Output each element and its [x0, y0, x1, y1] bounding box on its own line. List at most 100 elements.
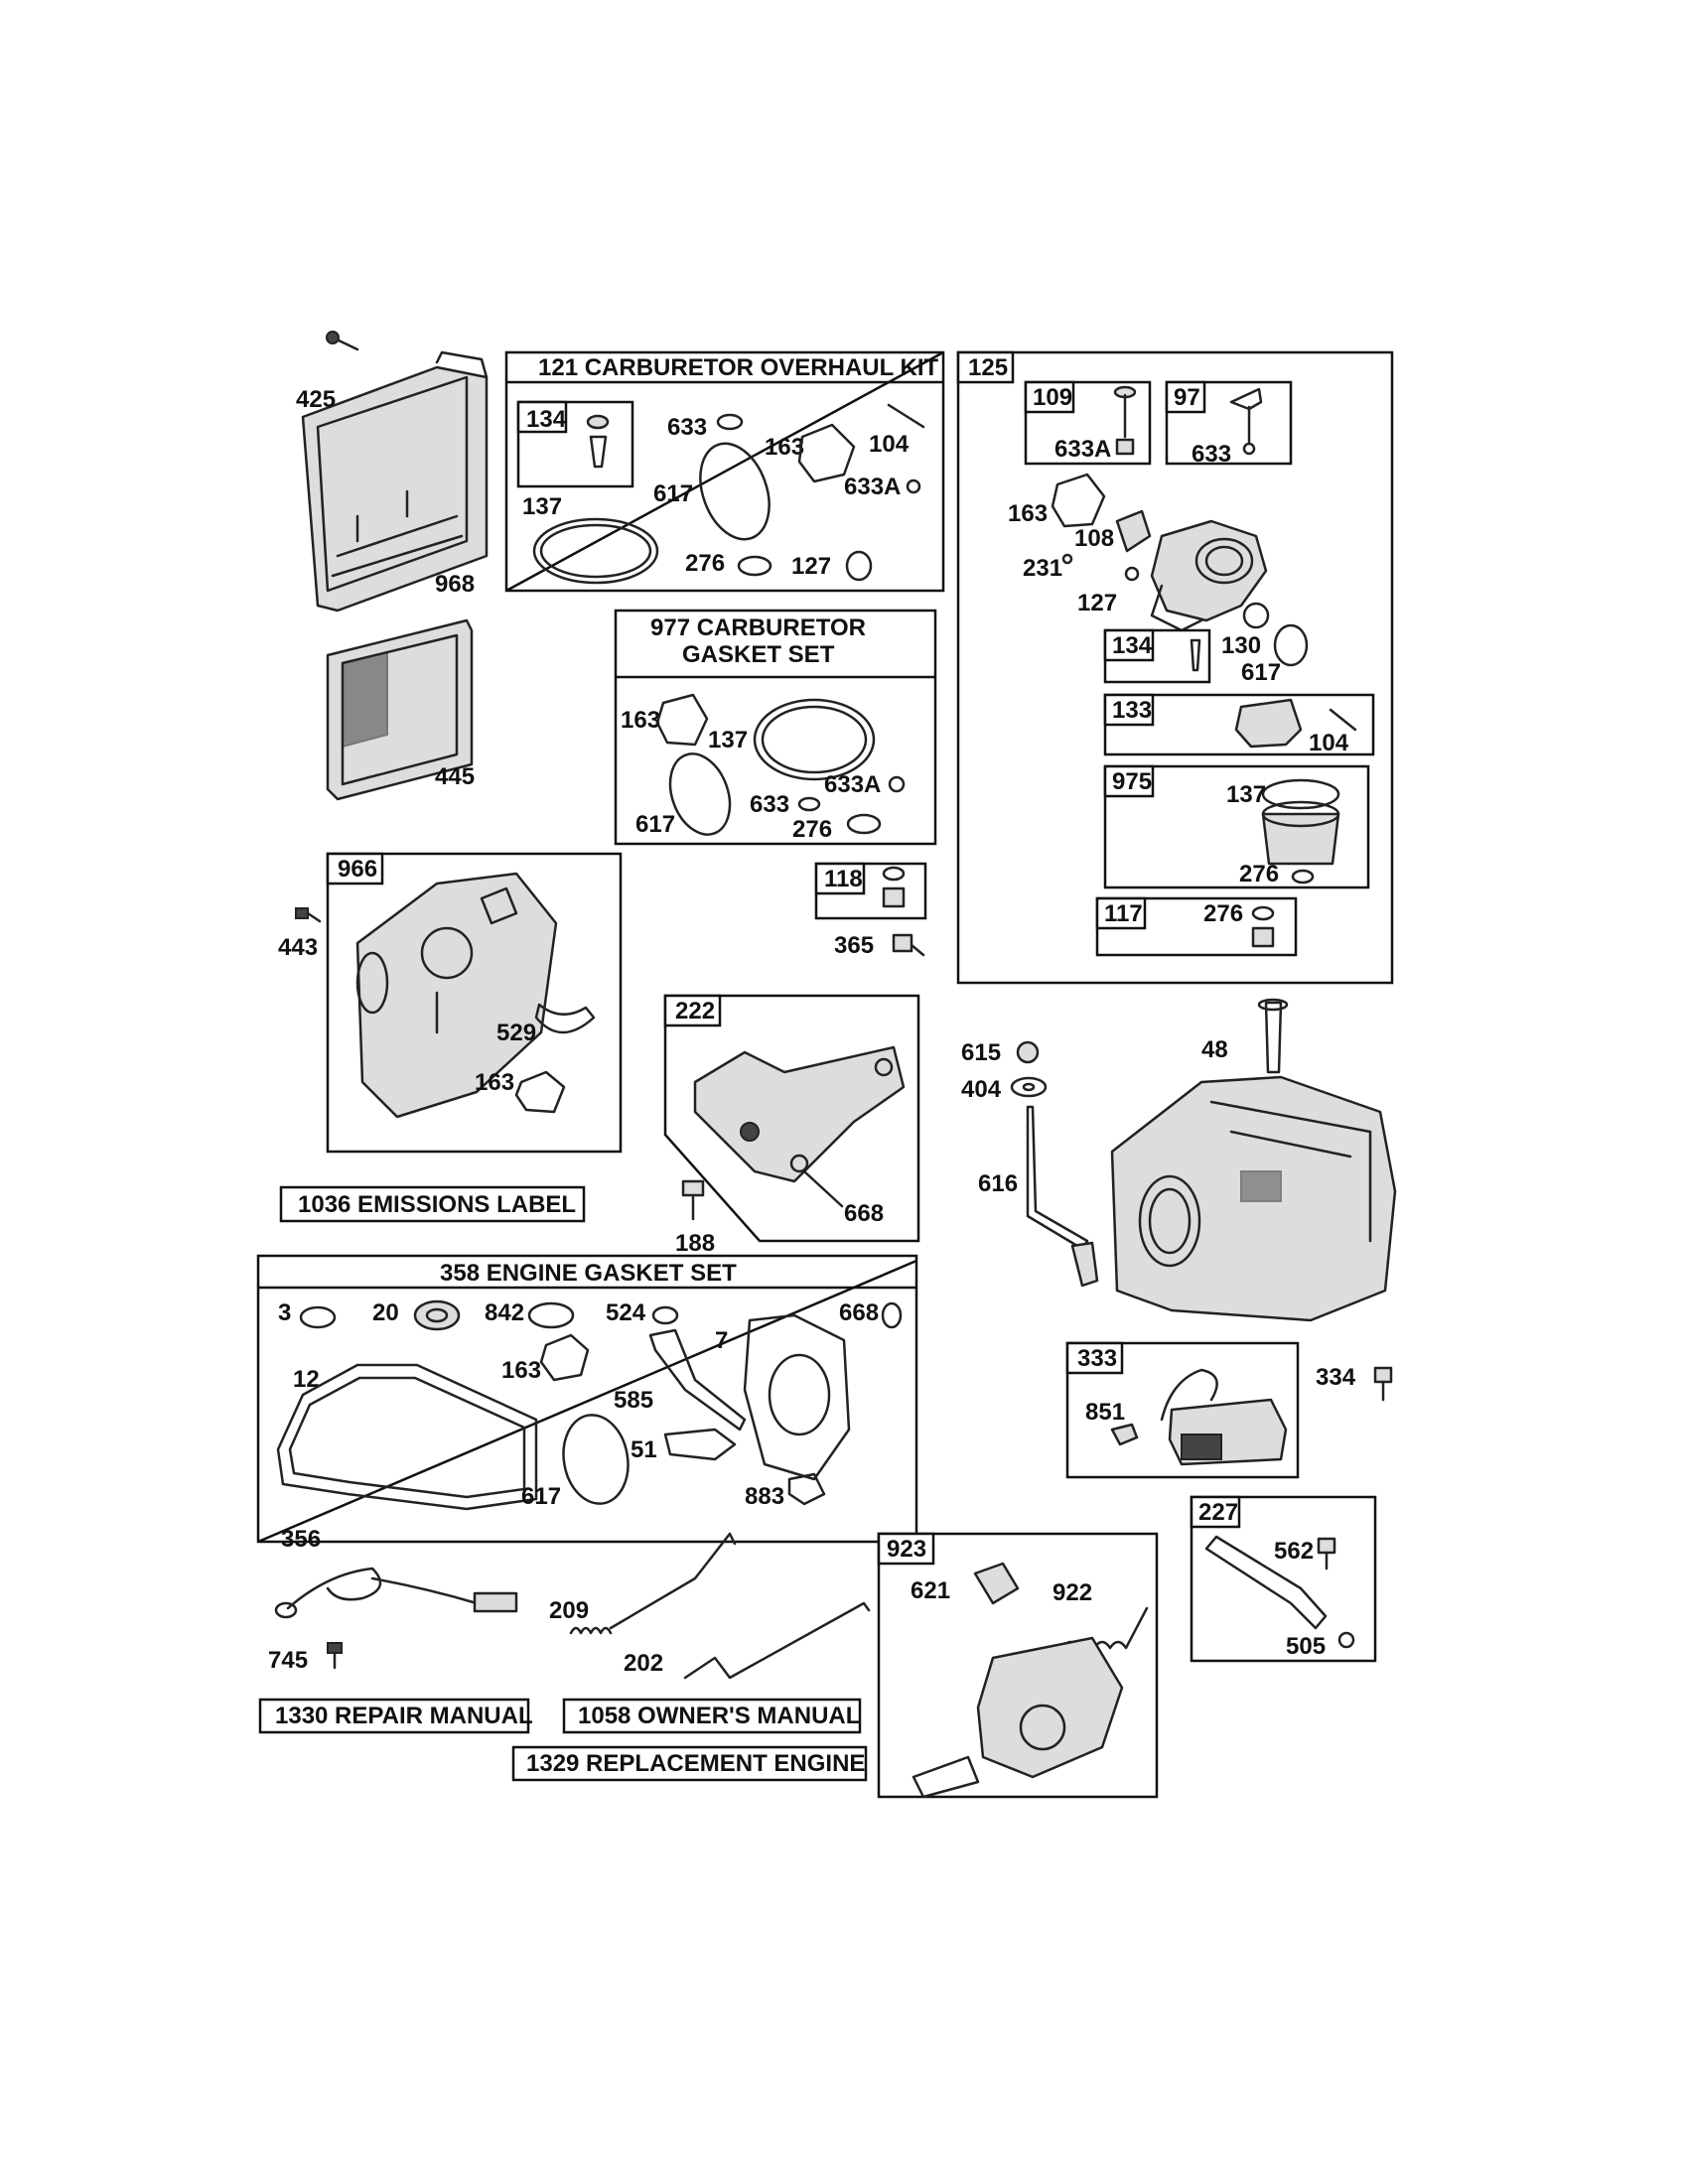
label-209: 209	[549, 1597, 589, 1624]
bowl-975-part	[1261, 778, 1340, 866]
box-label-125: 125	[968, 354, 1008, 381]
label-633a-kit: 633A	[844, 474, 901, 500]
label-745: 745	[268, 1647, 308, 1674]
label-842: 842	[485, 1299, 524, 1326]
label-621: 621	[911, 1577, 950, 1604]
box-label-118: 118	[824, 866, 863, 892]
box-label-333: 333	[1077, 1345, 1117, 1372]
label-633-gasket: 633	[750, 791, 789, 818]
carb-gasket-set-title-1: 977 CARBURETOR	[650, 614, 866, 641]
screw-334-part	[1373, 1366, 1393, 1402]
carburetor-box	[956, 350, 1394, 985]
label-7: 7	[715, 1327, 728, 1354]
carb-overhaul-kit-title: 121 CARBURETOR OVERHAUL KIT	[538, 354, 939, 381]
box-label-133: 133	[1112, 697, 1152, 724]
label-276-gasket: 276	[792, 816, 832, 843]
bolt-365-part	[892, 933, 925, 957]
label-163-966: 163	[475, 1069, 514, 1096]
label-51: 51	[631, 1436, 657, 1463]
label-104-kit: 104	[869, 431, 910, 458]
needle-valve-part	[586, 414, 610, 469]
label-163-engine: 163	[501, 1357, 541, 1384]
label-529: 529	[496, 1020, 536, 1046]
label-163-carb: 163	[1008, 500, 1048, 527]
label-137-kit: 137	[522, 493, 562, 520]
label-276-kit: 276	[685, 550, 725, 577]
label-615: 615	[961, 1039, 1001, 1066]
engine-gasket-set-box	[256, 1254, 918, 1544]
carb-gasket-set-box	[614, 609, 937, 846]
box-label-134: 134	[526, 406, 567, 433]
label-202: 202	[624, 1650, 663, 1677]
box-label-134-carb: 134	[1112, 632, 1153, 659]
carburetor-body-part	[1150, 519, 1268, 632]
label-108-carb: 108	[1074, 525, 1114, 552]
label-276-carb-b: 276	[1203, 900, 1243, 927]
label-425: 425	[296, 386, 336, 413]
label-104-carb: 104	[1309, 730, 1349, 756]
replacement-engine-text: 1329 REPLACEMENT ENGINE	[526, 1750, 865, 1777]
label-617-kit: 617	[653, 480, 693, 507]
label-276-carb-a: 276	[1239, 861, 1279, 887]
box-label-117: 117	[1104, 900, 1143, 927]
box-label-966: 966	[338, 856, 377, 883]
owners-manual-text: 1058 OWNER'S MANUAL	[578, 1703, 860, 1729]
gasket-585-part	[648, 1328, 747, 1432]
label-137-carb: 137	[1226, 781, 1266, 808]
label-883: 883	[745, 1483, 784, 1510]
throttle-shaft-97-part	[1229, 387, 1263, 456]
screw-425-part	[326, 331, 359, 351]
label-3: 3	[278, 1299, 291, 1326]
label-130-carb: 130	[1221, 632, 1261, 659]
label-633a-gasket: 633A	[824, 771, 881, 798]
box-966	[326, 852, 623, 1154]
base-gasket-12-part	[276, 1363, 538, 1511]
screw-188-part	[681, 1179, 705, 1221]
adjusting-screw-109-part	[1113, 385, 1137, 456]
head-gasket-7-part	[743, 1313, 851, 1481]
box-label-222: 222	[675, 998, 715, 1024]
governor-link-202-part	[683, 1601, 871, 1680]
screw-443-part	[295, 907, 322, 923]
crankcase-48-part	[1110, 998, 1397, 1322]
replacement-engine-box	[511, 1745, 868, 1782]
engine-kit-diagonal-line	[257, 1259, 917, 1544]
label-48: 48	[1201, 1036, 1228, 1063]
box-label-109: 109	[1033, 384, 1072, 411]
governor-control-923-part	[912, 1636, 1124, 1799]
carb-overhaul-kit-box	[504, 350, 945, 593]
emissions-label-box	[279, 1185, 586, 1223]
brake-lever-227-part	[1204, 1535, 1328, 1630]
carb-gasket-set-title-2: GASKET SET	[682, 641, 835, 668]
stop-switch-wire-356-part	[274, 1567, 518, 1619]
label-562: 562	[1274, 1538, 1314, 1565]
repair-manual-box	[258, 1698, 530, 1734]
label-163-kit: 163	[765, 434, 804, 461]
label-20: 20	[372, 1299, 399, 1326]
label-633-carb: 633	[1192, 441, 1231, 468]
kit-diagonal-line	[505, 350, 944, 593]
label-334: 334	[1316, 1364, 1356, 1391]
label-668: 668	[844, 1200, 884, 1227]
box-333	[1065, 1341, 1300, 1479]
box-label-923: 923	[887, 1536, 926, 1563]
label-231-carb: 231	[1023, 555, 1062, 582]
float-133-part	[1234, 698, 1357, 749]
repair-manual-text: 1330 REPAIR MANUAL	[275, 1703, 533, 1729]
label-127-carb: 127	[1077, 590, 1117, 616]
label-137-gasket: 137	[708, 727, 748, 753]
screw-562-part	[1317, 1537, 1336, 1570]
box-923	[877, 1532, 1159, 1799]
label-617-carb: 617	[1241, 659, 1281, 686]
label-633a-carb: 633A	[1054, 436, 1111, 463]
owners-manual-box	[562, 1698, 862, 1734]
governor-shaft-616-part	[1026, 1105, 1099, 1288]
label-505: 505	[1286, 1633, 1326, 1660]
label-922: 922	[1052, 1579, 1092, 1606]
label-617-gasket: 617	[635, 811, 675, 838]
intake-manifold-966-part	[355, 872, 558, 1119]
engine-gasket-set-title: 358 ENGINE GASKET SET	[440, 1260, 737, 1287]
box-label-227: 227	[1198, 1499, 1238, 1526]
spring-209-part	[569, 1532, 737, 1635]
